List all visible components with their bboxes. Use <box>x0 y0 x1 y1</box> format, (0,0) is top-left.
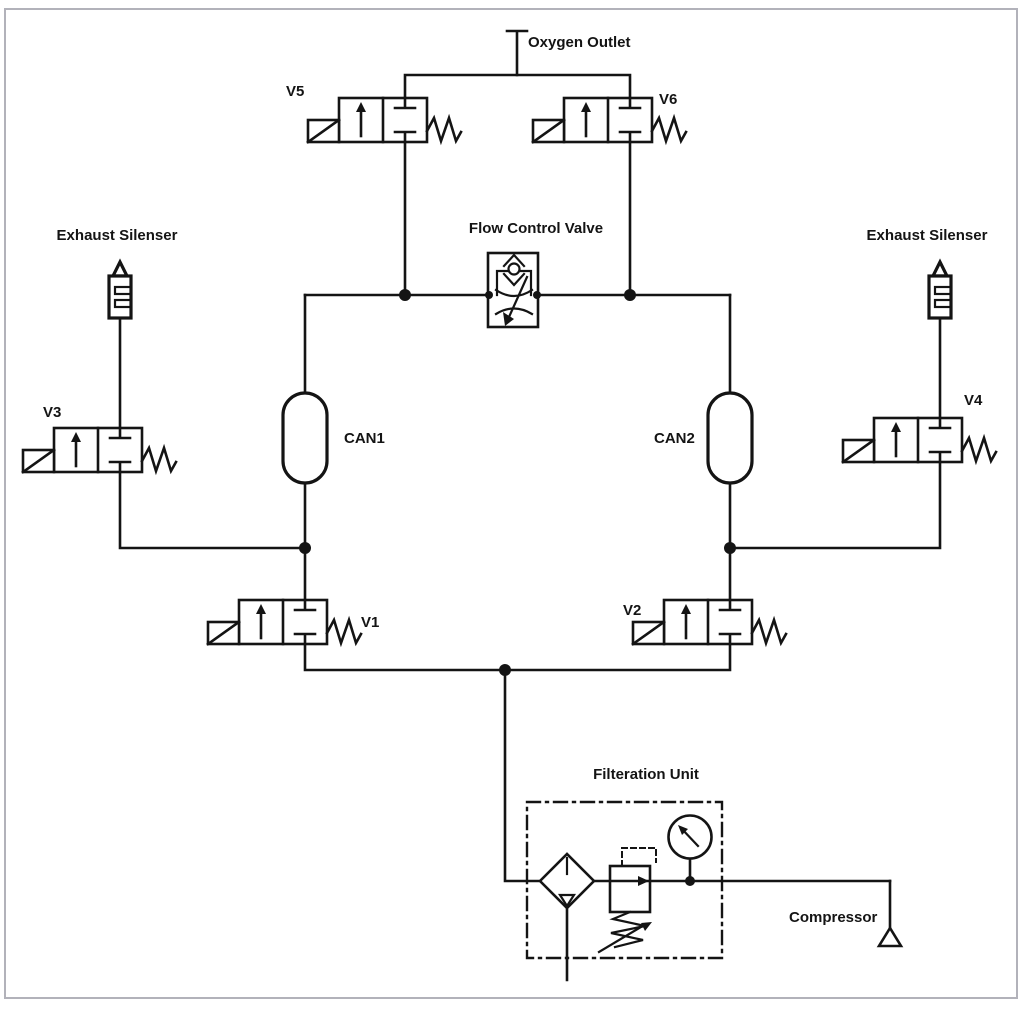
junction-dot <box>399 289 411 301</box>
exhaust-silencer-left-icon <box>107 260 133 320</box>
flow-control-valve-label: Flow Control Valve <box>468 220 604 237</box>
top-manifold-pipe <box>403 73 632 102</box>
valve-v5-symbol <box>306 96 463 144</box>
junction-dot <box>624 289 636 301</box>
pilot-line <box>621 847 657 867</box>
can1-label: CAN1 <box>344 430 385 447</box>
oxygen-outlet-port <box>505 29 529 77</box>
can1-vessel <box>281 391 329 485</box>
filtration-unit-symbol <box>525 800 892 982</box>
feed-pipe <box>303 642 732 883</box>
valve-v1-label: V1 <box>361 614 380 631</box>
junction-dots <box>299 289 736 676</box>
v4-exhaust-pipe <box>728 316 942 550</box>
throttle-arc <box>494 288 534 298</box>
flow-control-valve-symbol <box>485 251 541 329</box>
compressor-source-icon <box>876 879 904 948</box>
can2-vessel <box>706 391 754 485</box>
adjusting-spring <box>609 910 646 949</box>
junction-dot <box>299 542 311 554</box>
junction-dot <box>499 664 511 676</box>
exhaust-silencer-right-icon <box>927 260 953 320</box>
valve-v1-symbol <box>206 598 363 646</box>
page-border <box>4 8 1018 999</box>
exhaust-silenser-left-label: Exhaust Silenser <box>56 227 178 244</box>
pressure-gauge-icon <box>667 814 713 886</box>
v3-exhaust-pipe <box>118 316 307 550</box>
valve-v4-symbol <box>841 416 998 464</box>
pipe-network <box>118 29 942 883</box>
pressure-regulator-icon <box>592 847 892 954</box>
compressor-label: Compressor <box>789 909 878 926</box>
valve-v3-symbol <box>21 426 178 474</box>
valve-v4-label: V4 <box>964 392 983 409</box>
valve-v2-label: V2 <box>623 602 642 619</box>
filteration-unit-label: Filteration Unit <box>593 766 699 783</box>
valve-v2-symbol <box>631 598 788 646</box>
valve-v5-label: V5 <box>286 83 305 100</box>
can2-label: CAN2 <box>654 430 695 447</box>
product-pipes <box>403 140 632 297</box>
junction-dot <box>724 542 736 554</box>
valve-v6-label: V6 <box>659 91 678 108</box>
oxygen-outlet-label: Oxygen Outlet <box>528 34 631 51</box>
check-valve-icon <box>507 262 521 276</box>
filter-icon <box>538 852 596 982</box>
valve-v3-label: V3 <box>43 404 62 421</box>
exhaust-silenser-right-label: Exhaust Silenser <box>866 227 988 244</box>
